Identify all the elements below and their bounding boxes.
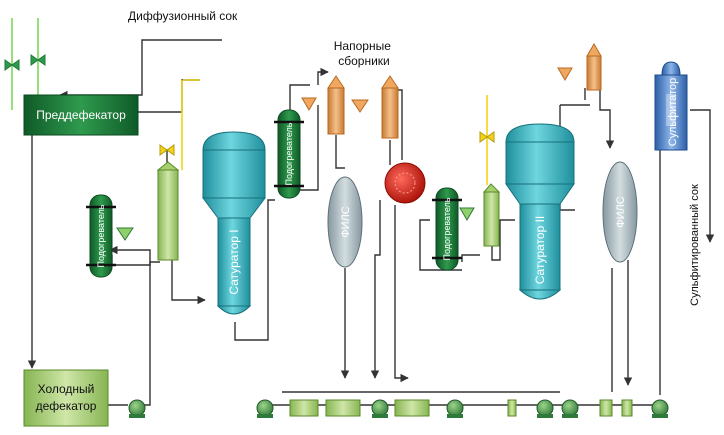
fils-2-label: ФИЛС (615, 196, 627, 227)
predefecator[interactable]: Преддефекатор (23, 94, 139, 136)
preheater-column-1[interactable] (156, 161, 180, 261)
tank1-fils1-pipe (335, 135, 345, 169)
heater-1[interactable]: Подогреватель (86, 194, 116, 278)
fils-1-label: ФИЛС (340, 206, 352, 237)
pressure-tank-1[interactable] (327, 75, 345, 135)
fils-filter-2[interactable]: ФИЛС (602, 161, 638, 263)
gas-valve-icon[interactable] (159, 144, 175, 156)
collector-tank[interactable] (289, 399, 319, 417)
red-separator[interactable] (384, 162, 426, 204)
cold-defecator[interactable]: Холодный дефекатор (23, 369, 109, 427)
heater3-pipe (419, 219, 462, 271)
predefecator-label: Преддефекатор (36, 108, 126, 122)
sulfitator[interactable]: Сульфитатор (654, 61, 688, 151)
cold-defecator-label-2: дефекатор (36, 399, 97, 413)
heater2-side-pipe (300, 105, 319, 191)
diffusion-juice-pipe (59, 39, 222, 100)
heater-2[interactable]: Подогреватель (274, 109, 304, 199)
preheater-column-2[interactable] (482, 183, 501, 247)
pump-icon[interactable] (561, 399, 579, 418)
sulfited-out-pipe (690, 109, 715, 243)
cone-icon (301, 97, 317, 111)
sulfited-juice-label: Сульфитированный сок (689, 184, 701, 306)
cone-icon (351, 99, 369, 113)
cone-icon (557, 67, 573, 81)
fils-filter-1[interactable]: ФИЛС (327, 176, 363, 268)
pressure-tank-2[interactable] (381, 75, 399, 139)
pump-icon[interactable] (128, 399, 146, 418)
heater-3[interactable]: Подогреватель (432, 187, 462, 271)
pressure-tanks-label-line: сборники (338, 54, 390, 68)
saturator-1-label: Сатуратор I (227, 229, 241, 294)
saturator-2-label: Сатуратор II (533, 216, 547, 285)
valve-icon[interactable] (30, 54, 46, 66)
gas-valve-icon[interactable] (479, 131, 495, 143)
to-heater1-pipe (109, 245, 151, 406)
collector-tank[interactable] (325, 399, 361, 417)
sulfitator-label: Сульфитатор (667, 78, 679, 147)
collector-tank[interactable] (507, 399, 517, 417)
pump-icon[interactable] (256, 399, 274, 418)
sat1-out-pipe (234, 199, 275, 341)
pressure-tanks-label-line: Напорные (334, 39, 391, 53)
heater3-out-pipe (461, 254, 480, 262)
to-sat1-pipe (171, 260, 206, 305)
saturator-1[interactable]: Сатуратор I (202, 131, 266, 315)
to-tank1-pipe (317, 67, 329, 85)
heater-3-label: Подогреватель (442, 197, 452, 260)
heater1-out-pipe (111, 255, 160, 266)
cone-icon (116, 227, 134, 241)
pressure-tank-3[interactable] (586, 43, 602, 91)
red-bottom-pipe-2 (394, 205, 409, 383)
to-sat2-pipe (491, 219, 515, 261)
pump-icon[interactable] (651, 399, 669, 418)
pump-icon[interactable] (446, 399, 464, 418)
heater-1-label: Подогреватель (96, 204, 106, 267)
cone-icon (459, 207, 475, 221)
collector-tank[interactable] (394, 399, 430, 417)
heater-2-label: Подогреватель (284, 122, 294, 185)
heater2-top-pipe (289, 84, 310, 110)
red-bottom-pipe (370, 200, 381, 379)
pump-icon[interactable] (536, 399, 554, 418)
valve-icon[interactable] (4, 59, 20, 71)
tank3-fils2-pipe (599, 80, 615, 149)
cold-defecator-label-1: Холодный (38, 382, 95, 396)
pump-icon[interactable] (371, 399, 389, 418)
collector-tank[interactable] (621, 399, 633, 417)
pressure-tanks-label: Напорные сборники (334, 39, 394, 68)
collector-tank[interactable] (599, 399, 613, 417)
saturator-2[interactable]: Сатуратор II (505, 123, 575, 300)
diffusion-juice-label: Диффузионный сок (128, 9, 238, 23)
predef-recirc-pipe (138, 79, 200, 113)
